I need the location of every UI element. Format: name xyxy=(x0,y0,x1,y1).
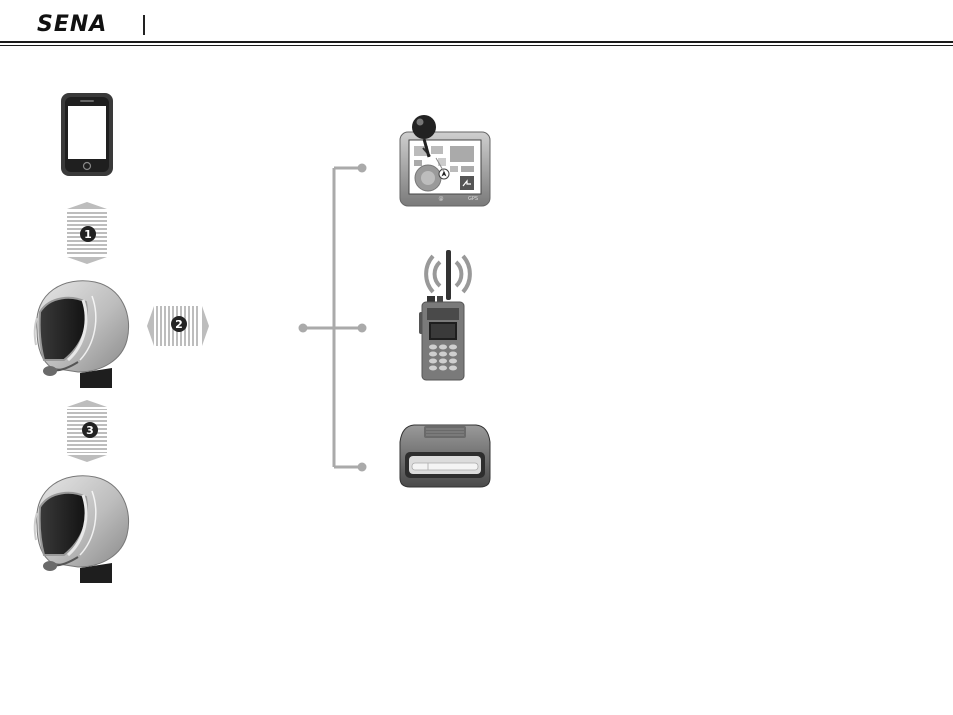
smartphone-icon xyxy=(61,93,113,176)
radar-detector-icon xyxy=(400,425,490,487)
device-connector xyxy=(303,168,362,467)
step-badge-2: 2 xyxy=(171,316,187,332)
step-number-3: 3 xyxy=(86,424,94,437)
helmet-icon xyxy=(35,281,129,388)
helmet-icon-2 xyxy=(35,476,129,583)
step-badge-1: 1 xyxy=(80,226,96,242)
svg-text:@: @ xyxy=(439,196,444,202)
step-number-1: 1 xyxy=(84,228,92,241)
step-number-2: 2 xyxy=(175,318,183,331)
two-way-radio-icon xyxy=(419,250,470,380)
step-badge-3: 3 xyxy=(82,422,98,438)
gps-label: GPS xyxy=(468,196,478,202)
gps-navigator-icon: @ GPS xyxy=(400,115,490,206)
